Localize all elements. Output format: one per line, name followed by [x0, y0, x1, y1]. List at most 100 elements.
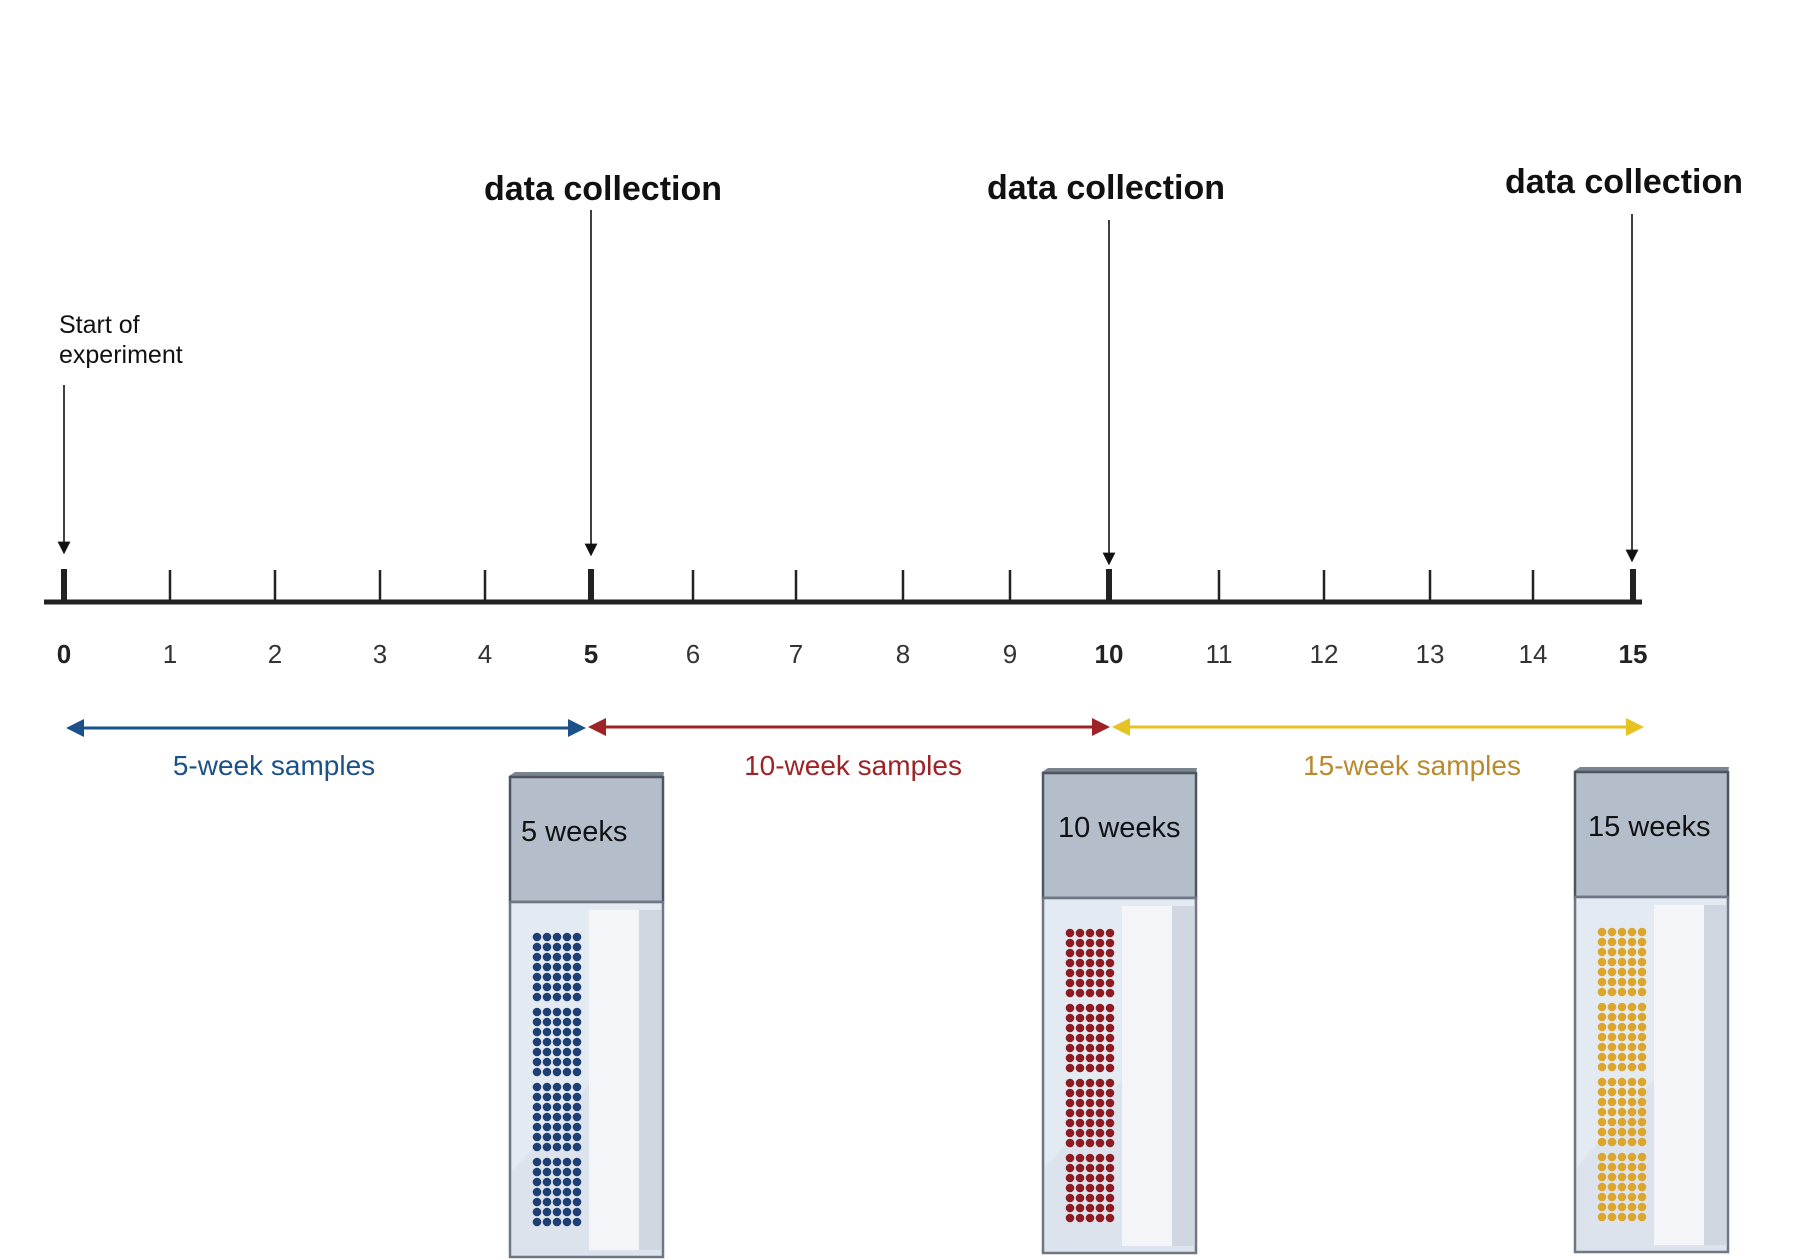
- sample-dot: [1065, 1053, 1075, 1063]
- sample-dot: [1075, 938, 1085, 948]
- sample-dot: [1075, 968, 1085, 978]
- sample-dot: [572, 1177, 582, 1187]
- sample-dot: [1627, 1117, 1637, 1127]
- sample-dot: [1085, 988, 1095, 998]
- sample-dot: [1075, 1193, 1085, 1203]
- sample-dot: [532, 992, 542, 1002]
- sample-dot: [532, 1047, 542, 1057]
- sample-dot: [1607, 1077, 1617, 1087]
- sample-dot: [1075, 1063, 1085, 1073]
- sample-dot: [552, 1092, 562, 1102]
- sample-dot: [1607, 1087, 1617, 1097]
- sample-dot: [552, 1007, 562, 1017]
- sample-dot: [1617, 957, 1627, 967]
- sample-dot: [1105, 1043, 1115, 1053]
- sample-dot: [1075, 1163, 1085, 1173]
- sample-dot: [572, 1102, 582, 1112]
- sample-dot: [1085, 1098, 1095, 1108]
- sample-dot: [1617, 937, 1627, 947]
- sample-dot: [1085, 1138, 1095, 1148]
- sample-dot: [1597, 1202, 1607, 1212]
- sample-dot: [1065, 1138, 1075, 1148]
- sample-dot: [542, 1082, 552, 1092]
- sample-dot: [1065, 1183, 1075, 1193]
- sample-dot: [1597, 1097, 1607, 1107]
- sample-dot: [1607, 1182, 1617, 1192]
- sample-dot: [1637, 1022, 1647, 1032]
- sample-dot: [532, 952, 542, 962]
- sample-dot: [1085, 938, 1095, 948]
- sample-dot: [1607, 957, 1617, 967]
- sample-dot: [1627, 987, 1637, 997]
- sample-dot: [532, 1102, 542, 1112]
- sample-dot: [1095, 958, 1105, 968]
- sample-dot: [1607, 1002, 1617, 1012]
- sample-dot: [1637, 1002, 1647, 1012]
- sample-dot: [542, 1092, 552, 1102]
- sample-dot: [552, 942, 562, 952]
- sample-dot: [552, 1027, 562, 1037]
- sample-dot: [552, 1037, 562, 1047]
- sample-dot: [1095, 1023, 1105, 1033]
- sample-dot: [562, 1067, 572, 1077]
- sample-dot: [1105, 928, 1115, 938]
- sample-dot: [1085, 968, 1095, 978]
- sample-dot: [1637, 1052, 1647, 1062]
- sample-dot: [1597, 1087, 1607, 1097]
- sample-dot: [1095, 1153, 1105, 1163]
- sample-dot: [1095, 1033, 1105, 1043]
- sample-dot: [1075, 1033, 1085, 1043]
- sample-dot: [1627, 1212, 1637, 1222]
- sample-dot: [1065, 1163, 1075, 1173]
- sample-dot: [1085, 1153, 1095, 1163]
- sample-dot: [1607, 937, 1617, 947]
- tick-label-week-6: 6: [686, 639, 700, 669]
- sample-dot: [562, 932, 572, 942]
- sample-dot: [1617, 1097, 1627, 1107]
- sample-dot: [1637, 1212, 1647, 1222]
- start-label-line2: experiment: [59, 341, 183, 369]
- sample-dot: [1617, 1172, 1627, 1182]
- sample-dot: [1065, 1153, 1075, 1163]
- sample-dot: [1607, 947, 1617, 957]
- sample-dot: [562, 972, 572, 982]
- sample-dot: [1607, 1062, 1617, 1072]
- sample-dot: [542, 952, 552, 962]
- sample-dot: [532, 1187, 542, 1197]
- sample-dot: [1105, 948, 1115, 958]
- sample-dot: [1105, 978, 1115, 988]
- sample-dot: [1105, 1078, 1115, 1088]
- sample-dot: [562, 1142, 572, 1152]
- sample-dot: [1627, 1202, 1637, 1212]
- sample-dot: [1095, 1063, 1105, 1073]
- sample-dot: [532, 942, 542, 952]
- sample-dot: [1065, 1033, 1075, 1043]
- sample-dot: [1085, 958, 1095, 968]
- sample-dot: [532, 1067, 542, 1077]
- sample-dot: [572, 1017, 582, 1027]
- sample-dot: [1085, 1183, 1095, 1193]
- sample-dot: [1617, 947, 1627, 957]
- sample-dot: [1597, 937, 1607, 947]
- sample-dot: [1617, 1062, 1627, 1072]
- sample-dot: [562, 1112, 572, 1122]
- sample-dot: [1085, 1128, 1095, 1138]
- sample-dot: [532, 1142, 542, 1152]
- sample-dot: [562, 992, 572, 1002]
- sample-dot: [1105, 1033, 1115, 1043]
- sample-dot: [1075, 1023, 1085, 1033]
- sample-dot: [1597, 1042, 1607, 1052]
- sample-dot: [1085, 948, 1095, 958]
- sample-dot: [532, 1027, 542, 1037]
- sample-dot: [1075, 1088, 1085, 1098]
- sample-dot: [1627, 1022, 1637, 1032]
- sample-dot: [572, 932, 582, 942]
- sample-dot: [1637, 1192, 1647, 1202]
- sample-dot: [1105, 1118, 1115, 1128]
- tick-label-week-5: 5: [584, 639, 598, 669]
- sample-dot: [552, 1177, 562, 1187]
- tube-15-weeks-dots: [1597, 927, 1647, 1222]
- sample-dot: [1095, 1053, 1105, 1063]
- sample-dot: [532, 962, 542, 972]
- sample-dot: [542, 992, 552, 1002]
